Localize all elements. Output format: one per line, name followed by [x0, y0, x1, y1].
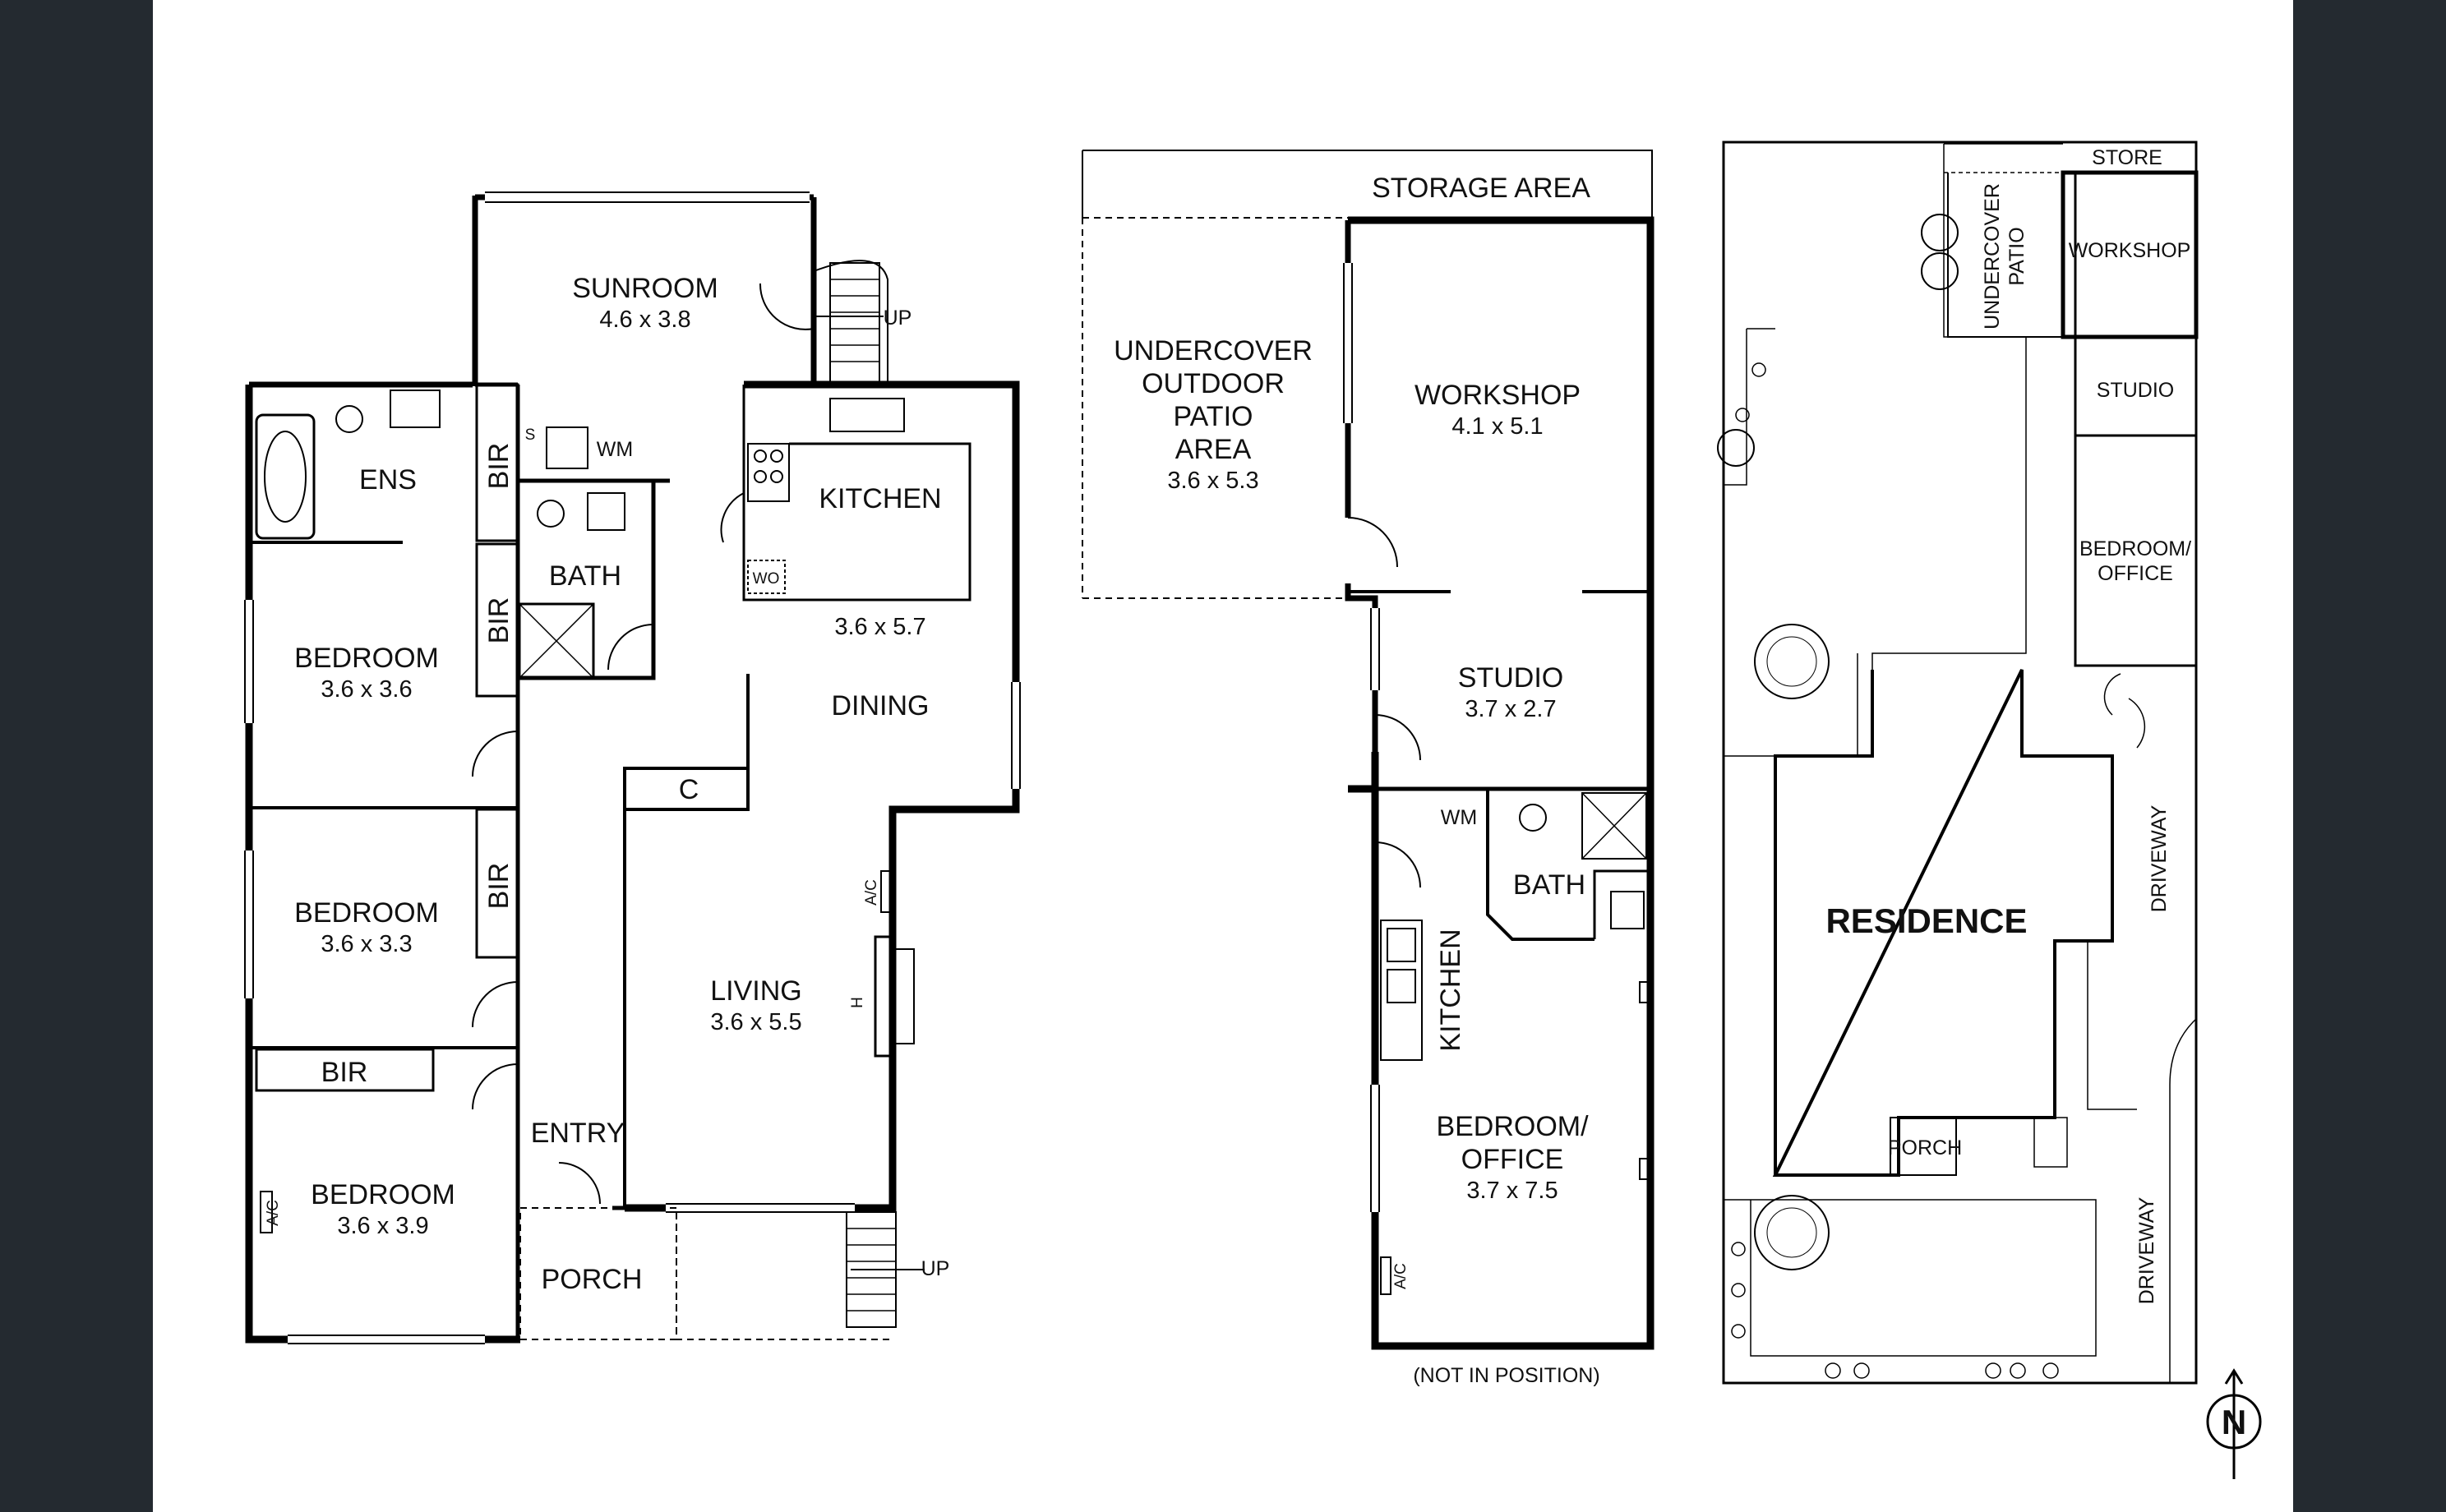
outbuilding-plan	[1082, 150, 1655, 1350]
patio-line-2: OUTDOOR	[1142, 368, 1285, 399]
site-patio-line-2: PATIO	[2005, 227, 2028, 285]
site-porch-label: PORCH	[1888, 1136, 1962, 1159]
studio-label: STUDIO	[1458, 662, 1563, 694]
site-store-label: STORE	[2092, 146, 2162, 169]
outbuilding-ac-label: A/C	[1392, 1263, 1410, 1289]
outbuilding-wm-label: WM	[1441, 806, 1477, 829]
room-label-bedroom-3: BEDROOM	[311, 1179, 455, 1210]
not-in-position-note: (NOT IN POSITION)	[1413, 1364, 1599, 1387]
floor-plan-svg: SUNROOM 4.6 x 3.8 ENS BATH KITCHEN 3.6 x…	[244, 141, 2262, 1479]
room-dims-living: 3.6 x 5.5	[710, 1009, 801, 1035]
room-label-porch: PORCH	[542, 1264, 643, 1295]
site-residence-label: RESIDENCE	[1825, 901, 2027, 940]
studio-dims: 3.7 x 2.7	[1465, 696, 1556, 722]
patio-dims: 3.6 x 5.3	[1167, 468, 1258, 494]
patio-line-4: AREA	[1175, 434, 1252, 465]
site-driveway-label-1: DRIVEWAY	[2148, 804, 2171, 912]
room-label-entry: ENTRY	[531, 1118, 625, 1149]
room-dims-sunroom: 4.6 x 3.8	[599, 307, 690, 333]
sunroom-up-label: UP	[884, 307, 912, 330]
bir-label-2: BIR	[483, 597, 515, 644]
room-dims-bedroom-2: 3.6 x 3.3	[321, 931, 412, 957]
main-house-plan	[244, 191, 1021, 1344]
room-label-bedroom-2: BEDROOM	[294, 897, 439, 929]
site-bedroom-line-2: OFFICE	[2098, 562, 2173, 585]
s-label: S	[525, 426, 536, 444]
site-plan-labels: STORE UNDERCOVER PATIO WORKSHOP STUDIO B…	[1825, 146, 2246, 1441]
wall-oven-label: WO	[753, 570, 780, 588]
site-workshop-label: WORKSHOP	[2069, 239, 2191, 262]
main-house-labels: SUNROOM 4.6 x 3.8 ENS BATH KITCHEN 3.6 x…	[265, 273, 949, 1295]
site-driveway-label-2: DRIVEWAY	[2135, 1196, 2158, 1304]
room-label-living: LIVING	[710, 975, 801, 1007]
room-dims-bedroom-1: 3.6 x 3.6	[321, 676, 412, 703]
site-bedroom-line-1: BEDROOM/	[2079, 537, 2191, 560]
room-label-sunroom: SUNROOM	[572, 273, 718, 304]
room-label-bedroom-1: BEDROOM	[294, 643, 439, 674]
floor-plan-sheet: SUNROOM 4.6 x 3.8 ENS BATH KITCHEN 3.6 x…	[153, 0, 2293, 1512]
storage-area-label: STORAGE AREA	[1372, 173, 1590, 204]
site-plan	[1717, 141, 2262, 1479]
bir-label-1: BIR	[483, 443, 515, 490]
room-label-dining: DINING	[832, 690, 930, 721]
north-label: N	[2222, 1403, 2246, 1441]
bir-label-4: BIR	[321, 1057, 368, 1088]
outbuilding-bath-label: BATH	[1513, 869, 1585, 901]
closet-c-label: C	[679, 774, 699, 805]
workshop-dims: 4.1 x 5.1	[1451, 413, 1543, 440]
site-patio-line-1: UNDERCOVER	[1981, 183, 2004, 330]
room-label-kitchen: KITCHEN	[819, 483, 941, 514]
patio-line-3: PATIO	[1174, 401, 1253, 432]
room-label-ens: ENS	[359, 464, 417, 496]
heater-label: H	[849, 997, 866, 1008]
ac-label-1: A/C	[863, 879, 880, 906]
bedroom-office-dims: 3.7 x 7.5	[1466, 1178, 1558, 1204]
porch-up-label: UP	[921, 1257, 950, 1280]
bedroom-office-line-2: OFFICE	[1461, 1144, 1564, 1175]
outbuilding-labels: STORAGE AREA UNDERCOVER OUTDOOR PATIO AR…	[1114, 173, 1600, 1387]
room-label-bath: BATH	[549, 560, 621, 592]
bedroom-office-line-1: BEDROOM/	[1436, 1111, 1589, 1142]
wm-label: WM	[597, 438, 633, 461]
workshop-label: WORKSHOP	[1415, 380, 1581, 411]
site-studio-label: STUDIO	[2097, 379, 2174, 402]
outbuilding-kitchen-label: KITCHEN	[1435, 929, 1466, 1051]
ac-label-2: A/C	[265, 1200, 282, 1226]
patio-line-1: UNDERCOVER	[1114, 335, 1313, 366]
room-dims-kitchen: 3.6 x 5.7	[834, 614, 925, 640]
room-dims-bedroom-3: 3.6 x 3.9	[337, 1213, 428, 1239]
bir-label-3: BIR	[483, 863, 515, 910]
